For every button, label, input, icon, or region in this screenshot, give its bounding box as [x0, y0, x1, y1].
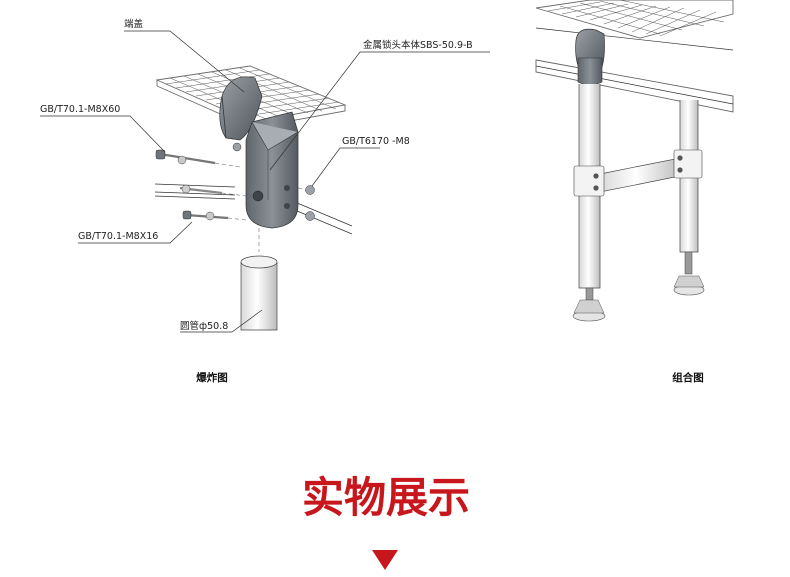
lock-body — [245, 111, 299, 229]
triangle-down-icon — [372, 550, 398, 570]
assembled-post-right — [673, 100, 705, 296]
exploded-view: 端盖 金属锁头本体SBS-50.9-B GB/T70.1-M8X60 GB/T6… — [40, 18, 490, 384]
nut-m8 — [232, 142, 315, 221]
callout-screw-bottom: GB/T70.1-M8X16 — [78, 231, 158, 242]
callout-screw-top: GB/T70.1-M8X60 — [40, 104, 120, 115]
assembled-rails — [535, 27, 734, 113]
callout-lock-body: 金属锁头本体SBS-50.9-B — [363, 39, 473, 51]
round-tube — [240, 255, 278, 331]
callout-end-cap: 端盖 — [124, 18, 144, 30]
screw-mid — [179, 184, 223, 195]
callout-nut: GB/T6170 -M8 — [342, 136, 410, 147]
support-rails — [154, 183, 353, 235]
caption-assembled: 组合图 — [672, 371, 704, 384]
assembled-shelf-grid — [535, 0, 734, 39]
assembled-view: 组合图 — [535, 0, 734, 384]
screw-bottom-m8x16 — [182, 210, 229, 221]
section-header: 实物展示 — [302, 473, 470, 570]
section-title: 实物展示 — [302, 473, 470, 522]
assembled-post-left — [572, 84, 606, 322]
callout-leaders — [40, 30, 490, 333]
assembled-lock-body — [575, 28, 605, 86]
caption-exploded: 爆炸图 — [196, 371, 228, 384]
callout-round-tube: 圆管ф50.8 — [180, 320, 228, 332]
assembled-cross-brace — [573, 149, 703, 197]
screw-top-m8x60 — [155, 149, 216, 165]
